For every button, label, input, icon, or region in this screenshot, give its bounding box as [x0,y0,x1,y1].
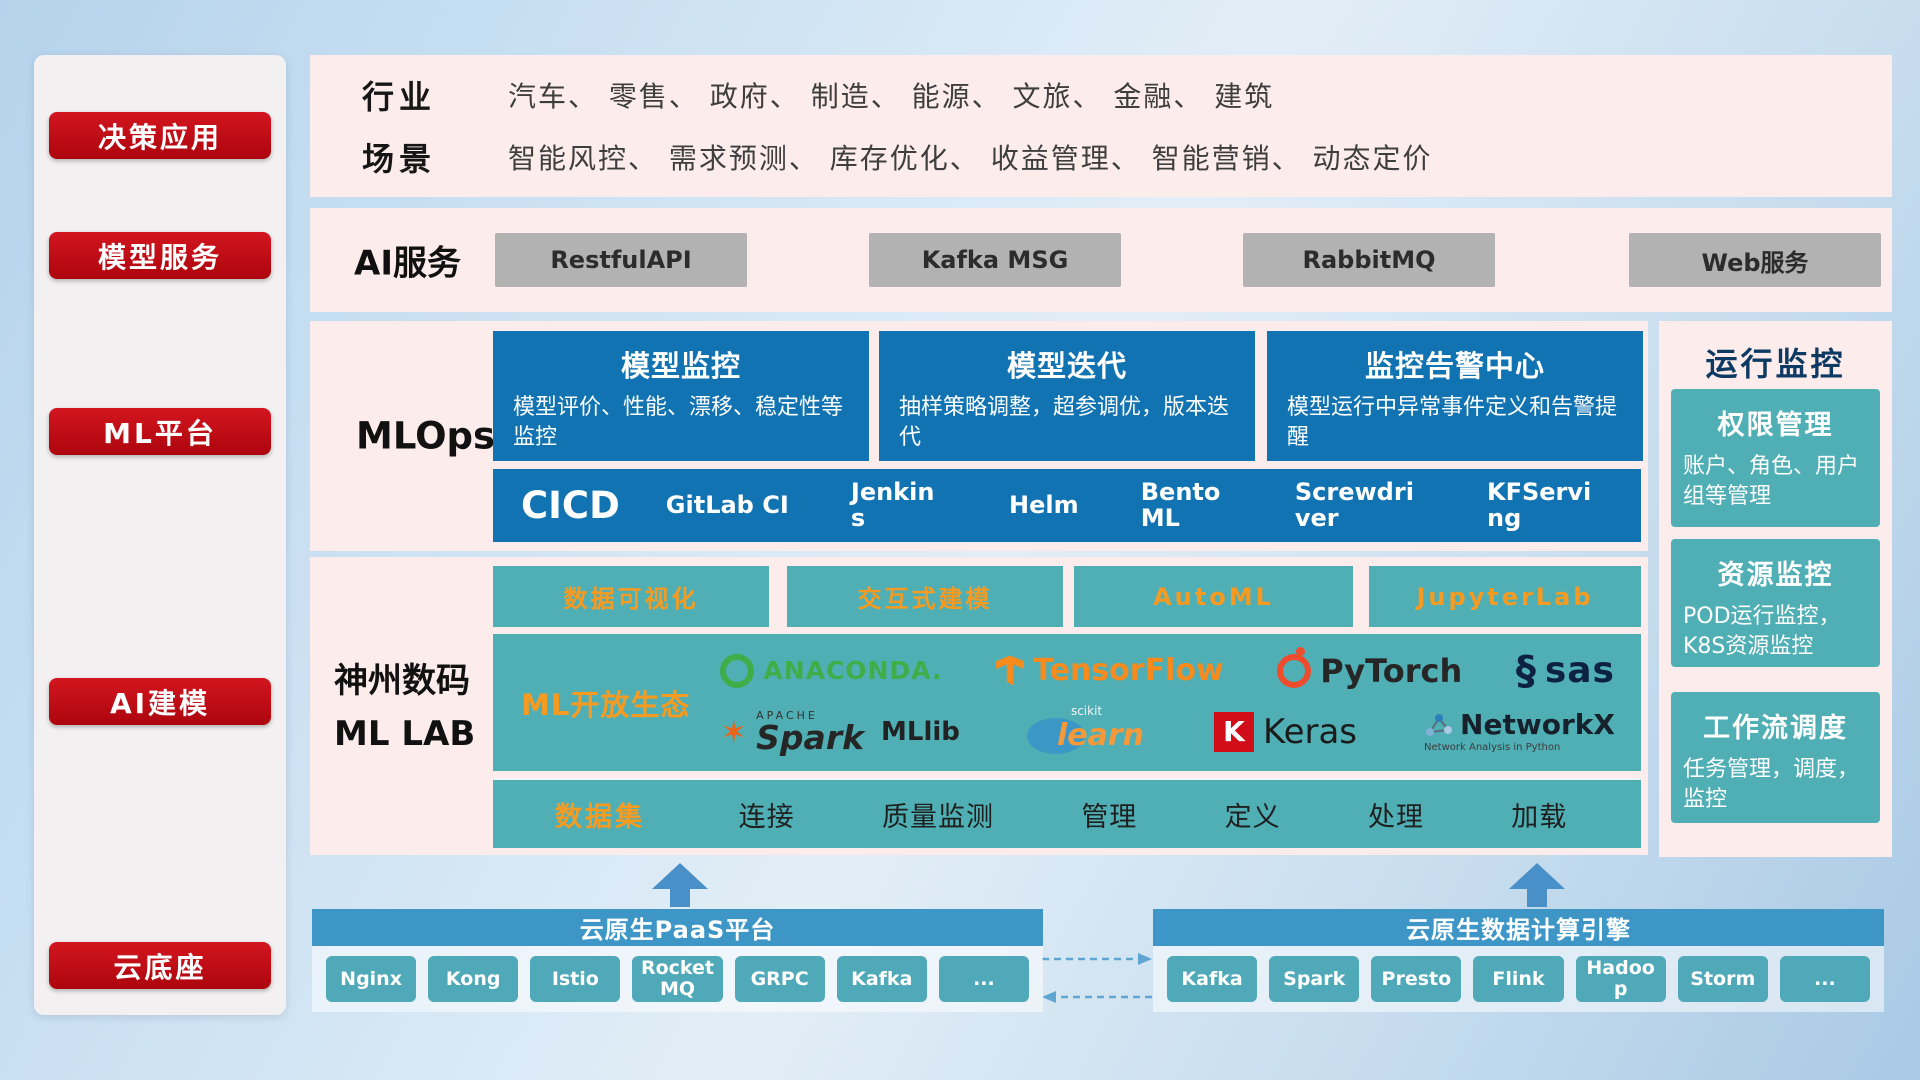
up-arrow-right [1509,863,1565,907]
data-engine-header: 云原生数据计算引擎 [1153,909,1884,946]
chip-storm[interactable]: Storm [1677,956,1768,1002]
mlops-panel: MLOps 模型监控 模型评价、性能、漂移、稳定性等监控 模型迭代 抽样策略调整… [310,321,1648,551]
sas-icon: § [1515,647,1536,694]
industry-list: 汽车、 零售、 政府、 制造、 能源、 文旅、 金融、 建筑 [508,80,1275,113]
scikit-learn-icon [1026,717,1085,754]
scenario-list: 智能风控、 需求预测、 库存优化、 收益管理、 智能营销、 动态定价 [508,142,1433,175]
up-arrow-left [652,863,708,907]
chip-kafka[interactable]: Kafka [836,956,927,1002]
tensorflow-icon [996,655,1025,686]
networkx-logo: NetworkX Network Analysis in Python [1424,708,1615,753]
chip-nginx[interactable]: Nginx [326,956,417,1002]
tensorflow-logo: TensorFlow [996,653,1224,688]
chip-flink[interactable]: Flink [1473,956,1564,1002]
paas-platform-header: 云原生PaaS平台 [312,909,1043,946]
card-desc: 模型运行中异常事件定义和告警提醒 [1287,395,1618,450]
chip-more[interactable]: ... [938,956,1029,1002]
runtime-monitoring-panel: 运行监控 权限管理 账户、角色、用户组等管理 资源监控 POD运行监控，K8S资… [1659,321,1892,857]
rabbitmq-button[interactable]: RabbitMQ [1243,233,1495,287]
workflow-scheduling-card: 工作流调度 任务管理，调度，监控 [1671,692,1880,823]
sidebar-item-decision-apps[interactable]: 决策应用 [49,112,271,159]
chip-more[interactable]: ... [1779,956,1870,1002]
card-title: 模型迭代 [1006,349,1127,383]
cicd-tool-kfserving: KFServing [1487,478,1592,532]
card-title: 模型监控 [620,349,741,383]
dataset-item: 加载 [1511,801,1568,833]
spark-star-icon: ✶ [720,712,748,751]
anaconda-icon [720,653,755,688]
chip-istio[interactable]: Istio [530,956,621,1002]
spark-mllib-logo: ✶ APACHE Spark MLlib [720,708,960,757]
ml-ecosystem-label: ML开放生态 [521,687,691,722]
scenario-label: 场景 [362,140,437,178]
chip-grpc[interactable]: GRPC [734,956,825,1002]
ml-ecosystem-area: ML开放生态 ANACONDA. TensorFlow PyTorch [493,634,1641,771]
mlops-label: MLOps [356,414,496,458]
scikit-learn-logo: scikit learn [1026,704,1147,758]
cicd-label: CICD [521,484,620,527]
sidebar-item-ai-modeling[interactable]: AI建模 [49,678,271,725]
runtime-monitoring-title: 运行监控 [1705,345,1846,383]
resource-monitoring-card: 资源监控 POD运行监控，K8S资源监控 [1671,539,1880,667]
permission-management-card: 权限管理 账户、角色、用户组等管理 [1671,389,1880,527]
cicd-tool-screwdriver: Screwdriver [1294,478,1414,532]
card-desc: 模型评价、性能、漂移、稳定性等监控 [513,395,844,450]
restful-api-button[interactable]: RestfulAPI [495,233,747,287]
model-monitoring-card: 模型监控 模型评价、性能、漂移、稳定性等监控 [493,331,869,461]
web-service-button[interactable]: Web服务 [1629,233,1881,287]
interactive-modeling-button[interactable]: 交互式建模 [787,566,1063,627]
dataflow-arrows [1042,953,1152,1003]
dataset-bar: 数据集 连接 质量监测 管理 定义 处理 加载 [493,778,1641,848]
dataset-item-list: 连接 质量监测 管理 定义 处理 加载 [645,795,1641,834]
kafka-msg-button[interactable]: Kafka MSG [869,233,1121,287]
dataset-item: 质量监测 [881,801,994,833]
ai-service-label: AI服务 [354,243,461,284]
automl-button[interactable]: AutoML [1074,566,1353,627]
ai-service-panel: AI服务 RestfulAPI Kafka MSG RabbitMQ Web服务 [310,208,1892,312]
pytorch-logo: PyTorch [1277,646,1462,690]
dataset-item: 定义 [1224,801,1281,833]
dataset-item: 连接 [738,801,795,833]
sidebar-item-model-services[interactable]: 模型服务 [49,232,271,279]
alert-center-card: 监控告警中心 模型运行中异常事件定义和告警提醒 [1267,331,1643,461]
dataset-label: 数据集 [555,801,645,833]
data-viz-button[interactable]: 数据可视化 [493,566,769,627]
ml-lab-panel: 神州数码 ML LAB 数据可视化 交互式建模 AutoML JupyterLa… [310,557,1648,855]
industry-scenario-panel: 行业 汽车、 零售、 政府、 制造、 能源、 文旅、 金融、 建筑 场景 智能风… [310,55,1892,197]
cicd-tool-list: GitLab CI Jenkins Helm BentoML Screwdriv… [665,478,1641,532]
sidebar-item-cloud-foundation[interactable]: 云底座 [49,942,271,989]
chip-rocketmq[interactable]: RocketMQ [632,956,723,1002]
chip-kafka[interactable]: Kafka [1167,956,1258,1002]
keras-logo: K Keras [1213,711,1357,752]
sas-logo: § sas [1515,647,1615,694]
chip-spark[interactable]: Spark [1269,956,1360,1002]
chip-kong[interactable]: Kong [428,956,519,1002]
engine-chip-strip: Kafka Spark Presto Flink Hadoop Storm ..… [1153,946,1884,1012]
dataset-item: 处理 [1367,801,1424,833]
card-title: 监控告警中心 [1364,349,1545,383]
dataset-item: 管理 [1081,801,1138,833]
model-iteration-card: 模型迭代 抽样策略调整，超参调优，版本迭代 [879,331,1255,461]
industry-label: 行业 [362,78,437,116]
ecosystem-logo-grid: ANACONDA. TensorFlow PyTorch § sas [720,646,1641,758]
cicd-tool-helm: Helm [1009,490,1079,519]
chip-presto[interactable]: Presto [1371,956,1462,1002]
paas-chip-strip: Nginx Kong Istio RocketMQ GRPC Kafka ... [312,946,1043,1012]
left-nav-rail: 决策应用 模型服务 ML平台 AI建模 云底座 [34,55,286,1015]
networkx-icon [1426,714,1453,736]
cicd-tool-gitlab: GitLab CI [665,490,789,519]
chip-hadoop[interactable]: Hadoop [1575,956,1666,1002]
sidebar-item-ml-platform[interactable]: ML平台 [49,408,271,455]
ml-lab-label: 神州数码 ML LAB [334,661,476,754]
keras-icon: K [1213,711,1254,752]
jupyterlab-button[interactable]: JupyterLab [1369,566,1641,627]
cicd-tool-bentoml: BentoML [1140,478,1221,532]
card-desc: 抽样策略调整，超参调优，版本迭代 [899,395,1230,450]
pytorch-icon [1277,646,1312,688]
anaconda-logo: ANACONDA. [720,653,942,688]
cicd-tool-jenkins: Jenkins [850,478,935,532]
cicd-bar: CICD GitLab CI Jenkins Helm BentoML Scre… [493,469,1641,542]
